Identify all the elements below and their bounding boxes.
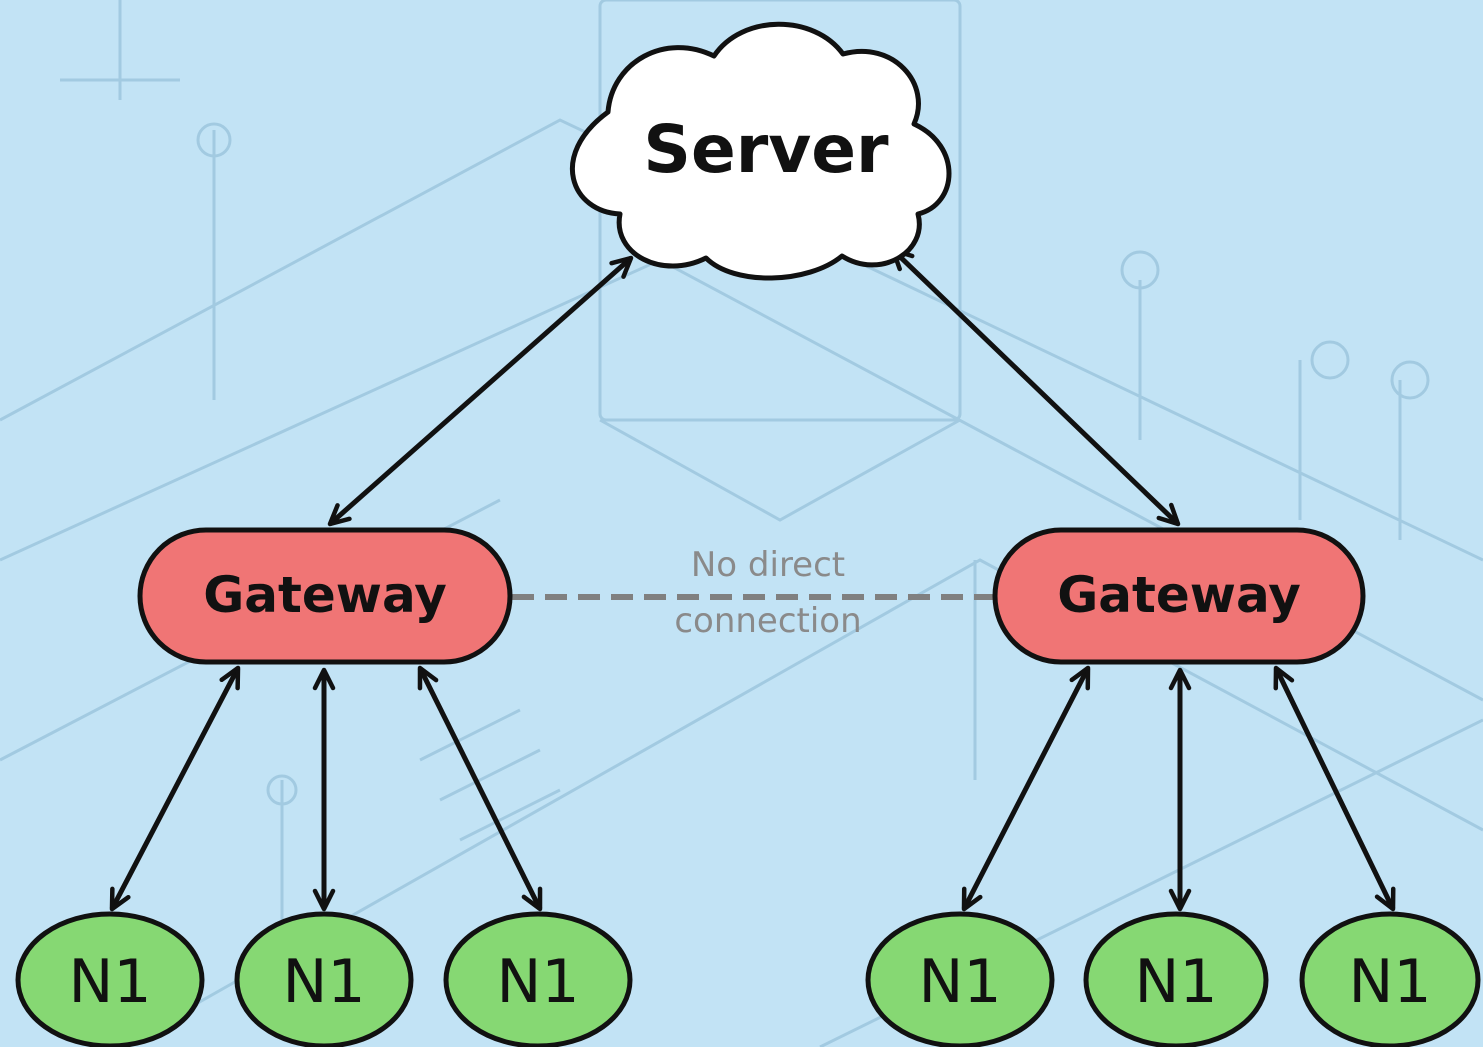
server-node: Server (569, 21, 952, 281)
gateway-node-right: Gateway (992, 527, 1366, 665)
link-gateway-right-node-3 (1273, 665, 1396, 912)
leaf-node-3-label: N1 (496, 947, 579, 1017)
leaf-node-5-label: N1 (1134, 947, 1217, 1017)
server-label: Server (643, 111, 889, 188)
leaf-node-2: N1 (234, 911, 414, 1047)
annotation-line-2: connection (674, 601, 861, 641)
leaf-node-2-label: N1 (282, 947, 365, 1017)
link-gateway-right-node-1 (961, 665, 1091, 912)
leaf-node-6: N1 (1299, 911, 1481, 1047)
link-server-gateway-right (890, 247, 1181, 527)
gateway-right-label: Gateway (1057, 566, 1301, 624)
leaf-node-4-label: N1 (918, 947, 1001, 1017)
leaf-node-1-label: N1 (68, 947, 151, 1017)
gateway-left-label: Gateway (203, 566, 447, 624)
cloud-shape (569, 21, 952, 281)
leaf-node-5: N1 (1083, 911, 1269, 1047)
link-server-gateway-left (327, 255, 634, 527)
leaf-node-6-label: N1 (1348, 947, 1431, 1017)
annotation-line-1: No direct (691, 545, 845, 585)
gateway-node-left: Gateway (137, 527, 513, 665)
link-gateway-left-node-3 (417, 665, 543, 912)
leaf-node-3: N1 (443, 911, 633, 1047)
link-gateway-left-node-1 (109, 665, 241, 912)
leaf-node-1: N1 (15, 911, 205, 1047)
leaf-node-4: N1 (865, 911, 1055, 1047)
